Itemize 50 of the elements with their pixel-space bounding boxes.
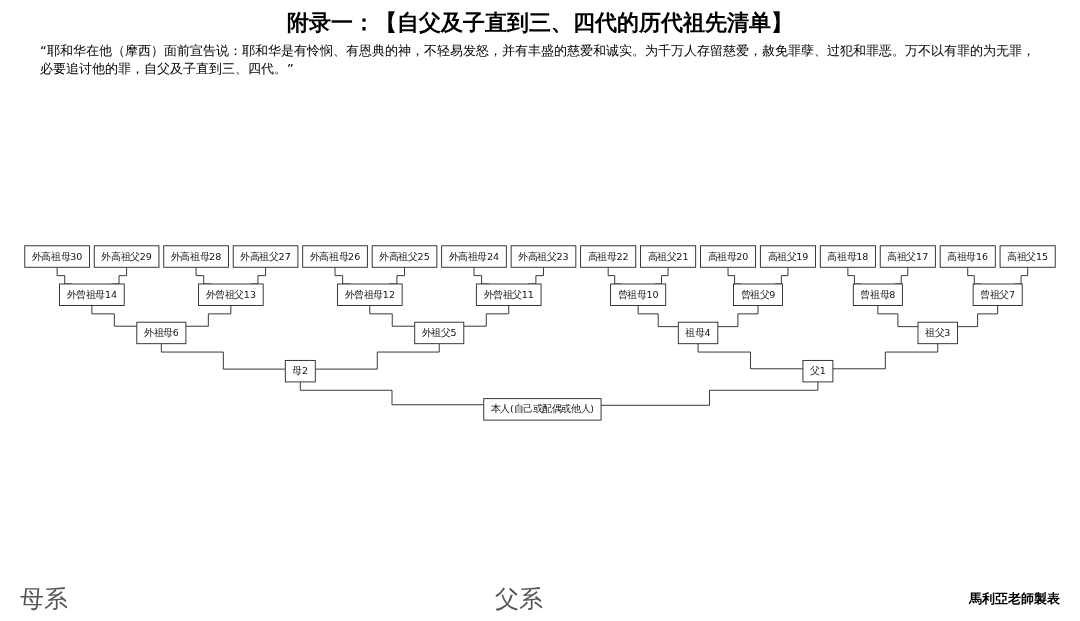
node-box: 外祖父5 xyxy=(414,321,465,344)
node-box: 高祖父15 xyxy=(999,244,1056,268)
node-box: 高祖父17 xyxy=(879,244,936,268)
node-box: 外曾祖母14 xyxy=(59,283,125,306)
node-box: 高祖母16 xyxy=(939,244,996,268)
node-box: 外高祖母30 xyxy=(24,244,90,268)
author-note: 馬利亞老師製表 xyxy=(969,590,1060,608)
node-box: 曾祖父9 xyxy=(733,283,783,306)
connector xyxy=(717,304,759,327)
connector xyxy=(91,304,138,327)
connector xyxy=(697,342,804,369)
connector xyxy=(600,381,819,406)
node-box: 外高祖母26 xyxy=(302,244,368,268)
node-box: 祖父3 xyxy=(917,321,958,344)
side-label: 父系 xyxy=(494,584,543,615)
connector xyxy=(314,342,440,370)
node-box: 高祖母18 xyxy=(819,244,876,268)
node-box: 本人(自己或配偶或他人) xyxy=(483,397,602,421)
connector xyxy=(463,304,510,327)
node-box: 外高祖母24 xyxy=(441,244,507,268)
connector xyxy=(185,304,232,327)
node-box: 曾祖父7 xyxy=(972,283,1023,306)
node-box: 高祖母20 xyxy=(700,244,757,268)
connector xyxy=(637,304,679,327)
node-box: 高祖父19 xyxy=(759,244,816,268)
node-box: 父1 xyxy=(802,359,834,382)
node-box: 母2 xyxy=(284,359,316,382)
node-box: 曾祖母10 xyxy=(610,283,667,306)
node-box: 曾祖母8 xyxy=(852,283,903,306)
side-label: 母系 xyxy=(20,584,68,615)
node-box: 外高祖父27 xyxy=(232,244,299,268)
node-box: 外高祖母28 xyxy=(163,244,229,268)
connector xyxy=(832,342,939,369)
node-box: 外祖母6 xyxy=(136,321,187,344)
node-box: 外高祖父23 xyxy=(510,244,577,268)
connector xyxy=(369,304,416,327)
node-box: 外曾祖父11 xyxy=(475,283,542,306)
connector xyxy=(877,304,919,327)
node-box: 祖母4 xyxy=(677,321,719,344)
connector xyxy=(160,342,286,370)
node-box: 高祖父21 xyxy=(640,244,697,268)
node-box: 外高祖父25 xyxy=(371,244,438,268)
quote-text: “耶和华在他（摩西）面前宣告说：耶和华是有怜悯、有恩典的神，不轻易发怒，并有丰盛的慈爱和诚实。为千万人存留慈爱，赦免罪孽、过犯和罪恶。万不以有罪的为无罪，必要追讨他的罪，自父及子直到三、四代。” xyxy=(40,42,1036,78)
connector xyxy=(299,381,485,405)
node-box: 外曾祖父13 xyxy=(198,283,264,306)
title: 附录一：【自父及子直到三、四代的历代祖先清单】 xyxy=(287,9,793,37)
connector xyxy=(957,304,999,327)
node-box: 外高祖父29 xyxy=(93,244,160,268)
node-box: 外曾祖母12 xyxy=(337,283,403,306)
node-box: 高祖母22 xyxy=(580,244,637,268)
